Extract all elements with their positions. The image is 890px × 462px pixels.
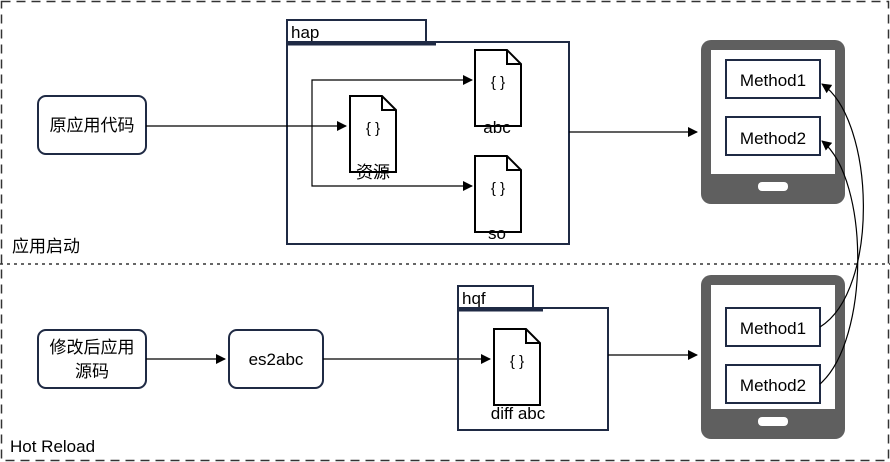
method2-box [725, 116, 821, 156]
original-code-label: 原应用代码 [50, 116, 135, 135]
so-label: so [488, 224, 506, 243]
tablet-icon [701, 275, 845, 439]
hqf-tab-label: hqf [462, 289, 486, 308]
replace-method1-arrow [819, 83, 864, 328]
method1-label: Method1 [740, 319, 806, 338]
file-glyph: { } [366, 120, 380, 137]
diff-abc-label: diff abc [491, 404, 546, 423]
section-label-startup: 应用启动 [12, 237, 80, 256]
section-label-hotreload: Hot Reload [10, 437, 95, 456]
replace-method2-arrow [819, 140, 859, 385]
modified-source-label-line1: 修改后应用 [50, 338, 135, 357]
method2-label: Method2 [740, 129, 806, 148]
branch-to-so-arrow [311, 126, 473, 191]
file-glyph: { } [491, 74, 505, 91]
method2-box [725, 364, 821, 404]
branch-to-abc-arrow [311, 75, 473, 126]
original-code-box [37, 95, 147, 155]
file-glyph: { } [491, 180, 505, 197]
modified-source-label-line2: 源码 [75, 362, 109, 381]
hap-tab [286, 19, 427, 45]
hap-tab-label: hap [291, 23, 319, 42]
es2abc-label: es2abc [249, 350, 304, 369]
method1-box [725, 59, 821, 99]
method1-box [725, 307, 821, 347]
resources-label: 资源 [356, 163, 390, 182]
method1-label: Method1 [740, 71, 806, 90]
hap-package [286, 41, 570, 245]
method2-label: Method2 [740, 376, 806, 395]
file-glyph: { } [510, 353, 524, 370]
hqf-package [457, 307, 609, 431]
abc-label: abc [483, 118, 511, 137]
